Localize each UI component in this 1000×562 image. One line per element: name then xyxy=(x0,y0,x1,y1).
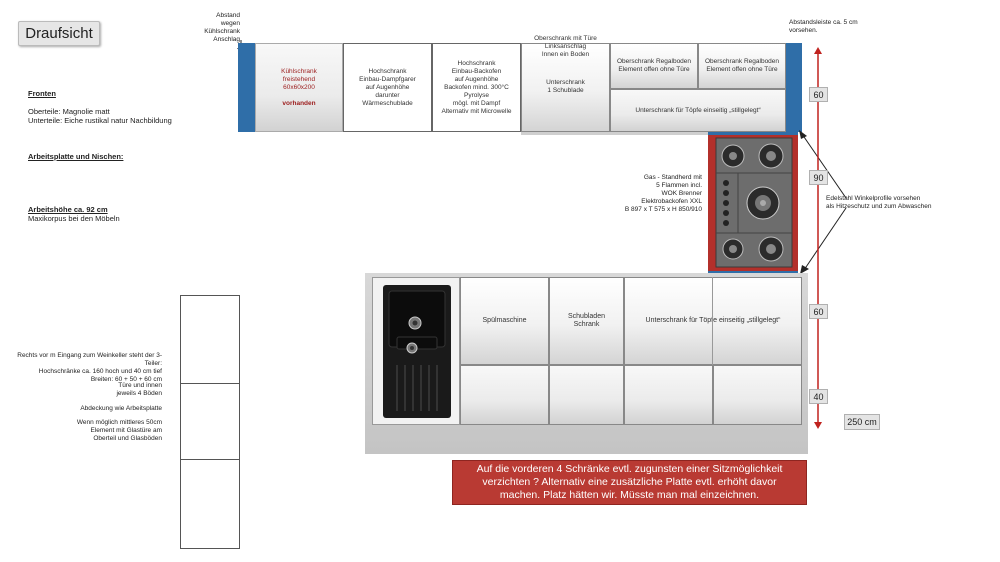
dimension-label-1: 60 xyxy=(809,87,828,102)
tall-cabinet-bottom xyxy=(180,459,240,549)
fronten-heading: Fronten xyxy=(28,89,56,98)
abstand-note: Abstand wegen Kühlschrank Anschlag xyxy=(204,12,240,43)
front-cabinet-2 xyxy=(549,365,624,425)
unterschrank-toepfe-top-label: Unterschrank für Töpfe einseitig „stillg… xyxy=(635,106,761,114)
oberschrank-regal-1-label: Oberschrank Regalboden Element offen ohn… xyxy=(616,58,692,73)
unterschrank-schublade-label: Unterschrank 1 Schublade xyxy=(546,79,585,94)
spuelmaschine-cabinet: Spülmaschine xyxy=(460,277,549,365)
bottom-divider xyxy=(712,277,713,365)
schubladen-cabinet: Schubladen Schrank xyxy=(549,277,624,365)
unterschrank-toepfe-bottom-label: Unterschrank für Töpfe einseitig „stillg… xyxy=(645,317,781,324)
dampfgarer-cabinet: Hochschrank Einbau-Dampfgarer auf Augenh… xyxy=(343,43,432,132)
arbeitshoehe-text: Maxikorpus bei den Möbeln xyxy=(28,214,120,223)
front-cabinet-4 xyxy=(713,365,802,425)
front-cabinet-3 xyxy=(624,365,713,425)
backofen-cabinet: Hochschrank Einbau-Backofen auf Augenhöh… xyxy=(432,43,521,132)
kuehlschrank-label: Kühlschrank freistehend 60x60x200 xyxy=(281,67,317,91)
stove-edge-top xyxy=(708,132,798,135)
kuehlschrank-status: vorhanden xyxy=(282,99,316,107)
stove-outline xyxy=(708,133,798,273)
stove-edge-bottom xyxy=(708,271,798,274)
unterschrank-toepfe-top-cabinet: Unterschrank für Töpfe einseitig „stillg… xyxy=(610,89,786,132)
front-cabinet-1 xyxy=(460,365,549,425)
oberschrank-tuere-label: Oberschrank mit Türe Linksanschlag Innen… xyxy=(534,35,597,58)
dimension-label-4: 40 xyxy=(809,389,828,404)
edelstahl-note: Edelstahl Winkelprofile vorsehen als Hit… xyxy=(826,195,932,210)
left-note-2: Türe und innen jeweils 4 Böden xyxy=(116,382,162,397)
dimension-total: 250 cm xyxy=(844,414,880,430)
callout-text: Auf die vorderen 4 Schränke evtl. zuguns… xyxy=(476,463,783,501)
dimension-line xyxy=(814,47,822,429)
page-title-box: Draufsicht xyxy=(18,21,100,46)
arbeitsplatte-heading: Arbeitsplatte und Nischen: xyxy=(28,152,124,161)
spuelmaschine-label: Spülmaschine xyxy=(482,317,527,324)
oberschrank-tuere-cabinet: Oberschrank mit Türe Linksanschlag Innen… xyxy=(521,35,610,132)
edelstahl-arrows xyxy=(799,130,847,274)
kuehlschrank-cabinet: Kühlschrank freistehend 60x60x200 vorhan… xyxy=(255,43,343,132)
dampfgarer-label: Hochschrank Einbau-Dampfgarer auf Augenh… xyxy=(359,67,416,107)
wall-spacer-left xyxy=(238,43,255,132)
dimension-label-3: 60 xyxy=(809,304,828,319)
oberschrank-regal-2-cabinet: Oberschrank Regalboden Element offen ohn… xyxy=(698,43,786,89)
top-counter-shadow xyxy=(521,132,786,135)
backofen-label: Hochschrank Einbau-Backofen auf Augenhöh… xyxy=(441,59,512,115)
arbeitshoehe-heading: Arbeitshöhe ca. 92 cm xyxy=(28,205,108,214)
tall-cabinet-top xyxy=(180,295,240,384)
schubladen-label: Schubladen Schrank xyxy=(568,313,605,328)
tall-cabinet-middle xyxy=(180,383,240,460)
dimension-label-2: 90 xyxy=(809,170,828,185)
cooktop-icon xyxy=(715,137,793,268)
sink-icon xyxy=(383,285,451,418)
oberschrank-regal-1-cabinet: Oberschrank Regalboden Element offen ohn… xyxy=(610,43,698,89)
left-note-4: Wenn möglich mittleres 50cm Element mit … xyxy=(76,419,162,442)
callout-box: Auf die vorderen 4 Schränke evtl. zuguns… xyxy=(452,460,807,505)
page-title: Draufsicht xyxy=(25,25,93,42)
unterschrank-toepfe-bottom-cabinet: Unterschrank für Töpfe einseitig „stillg… xyxy=(624,277,802,365)
left-note-3: Abdeckung wie Arbeitsplatte xyxy=(80,405,162,412)
fronten-text: Oberteile: Magnolie matt Unterteile: Eic… xyxy=(28,107,172,125)
abstandsleiste-note: Abstandsleiste ca. 5 cm vorsehen. xyxy=(789,19,858,34)
oberschrank-regal-2-label: Oberschrank Regalboden Element offen ohn… xyxy=(704,58,780,73)
wall-spacer-right xyxy=(786,43,802,132)
stove-note: Gas - Standherd mit 5 Flammen incl. WOK … xyxy=(624,174,702,213)
left-note-1: Rechts vor m Eingang zum Weinkeller steh… xyxy=(17,352,162,383)
